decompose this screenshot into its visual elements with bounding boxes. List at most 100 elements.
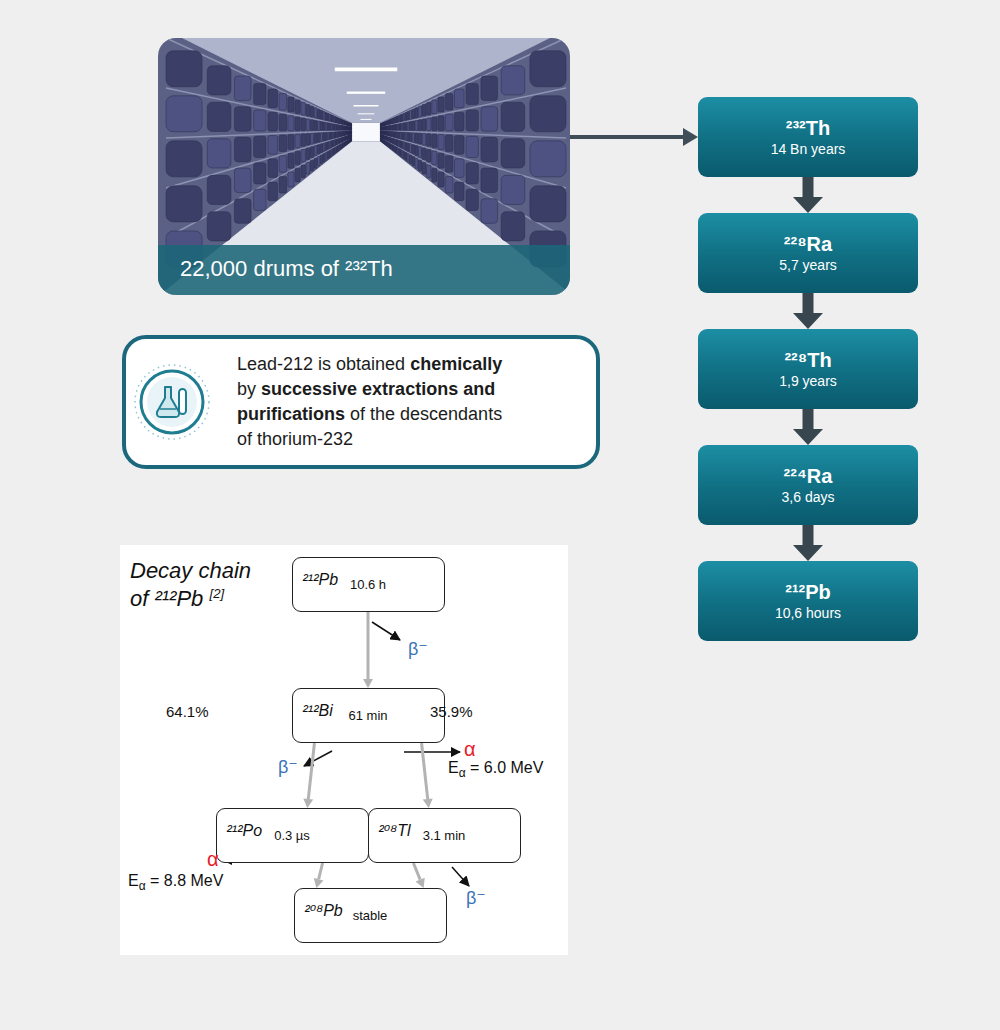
drum (348, 123, 349, 126)
connector-line (803, 293, 814, 313)
drum (409, 155, 411, 164)
drum (380, 131, 381, 134)
half-life: 3,6 days (782, 488, 835, 506)
drum (341, 137, 343, 142)
drum (409, 122, 411, 131)
drum (389, 137, 391, 142)
drum (346, 126, 347, 130)
drum (398, 124, 399, 131)
drum (349, 139, 350, 142)
text-style: successive extractions and purifications (237, 379, 495, 424)
drum (390, 131, 392, 136)
drum (454, 112, 464, 131)
drum (344, 131, 345, 135)
drum (327, 142, 329, 150)
half-life: 61 min (348, 707, 387, 724)
nuclide-box: ²¹²Po0.3 µs (216, 808, 369, 863)
drum (310, 160, 313, 171)
drum (438, 172, 444, 187)
drum (383, 135, 384, 138)
drum (344, 137, 345, 141)
drum (306, 162, 310, 174)
drum (418, 160, 421, 171)
drum (345, 142, 346, 146)
drum (400, 123, 401, 130)
drum (392, 145, 394, 150)
drum (348, 127, 349, 131)
drum (351, 138, 352, 141)
drum (398, 132, 399, 139)
drum (384, 131, 385, 135)
drum (398, 115, 399, 122)
test-tube-icon (179, 389, 186, 414)
connector-head (793, 313, 823, 329)
drum (166, 51, 202, 87)
drum (332, 124, 333, 131)
drum (383, 127, 384, 130)
drum (325, 132, 327, 140)
drum (347, 122, 348, 126)
drum (385, 121, 386, 125)
drum (207, 139, 231, 168)
drum (329, 132, 330, 139)
drum (387, 142, 389, 146)
drum (392, 125, 394, 130)
drum (388, 126, 390, 130)
drum (386, 121, 387, 125)
drum (348, 135, 349, 138)
drum (347, 140, 348, 144)
drum (349, 123, 350, 126)
drum (323, 122, 325, 130)
connector-arrow (793, 525, 823, 561)
connector-head (416, 878, 425, 888)
drum (418, 120, 421, 131)
drum (380, 127, 381, 130)
drum (343, 120, 345, 124)
drum (381, 123, 382, 126)
drum (401, 114, 402, 121)
drum (383, 127, 384, 131)
ceiling-light (358, 113, 375, 114)
drum (400, 132, 401, 139)
connector-line (422, 743, 428, 799)
drum (405, 122, 407, 130)
drum (391, 132, 393, 137)
drum (301, 165, 305, 178)
icon-ring (135, 365, 209, 439)
drum (381, 139, 382, 142)
drum (454, 89, 464, 108)
drum (310, 106, 313, 117)
drum (345, 131, 346, 135)
drum (422, 133, 426, 145)
half-life: 14 Bn years (771, 140, 846, 158)
drum (389, 125, 391, 130)
emission-arrow (452, 867, 469, 886)
drum (384, 126, 385, 130)
drum (386, 126, 387, 130)
drum (335, 124, 336, 130)
drum (347, 131, 348, 135)
nuclide-box: ²¹²Bi61 min (292, 688, 445, 743)
drum (314, 158, 317, 168)
drum (380, 127, 381, 130)
caption-band (158, 245, 570, 295)
ceiling-light (360, 119, 371, 120)
drum (382, 123, 383, 126)
drum (384, 122, 385, 126)
decay-chain-panel: Decay chain of ²¹²Pb [2]²¹²Pb10.6 h²¹²Bi… (120, 545, 568, 955)
drum (351, 135, 352, 138)
drum (481, 76, 498, 101)
drum (347, 131, 348, 135)
isotope-box: ²²⁸Th1,9 years (698, 329, 918, 409)
drum (166, 186, 202, 222)
drum (409, 110, 411, 119)
drum (350, 138, 351, 141)
drum (306, 119, 310, 131)
drum (385, 126, 386, 130)
drum (348, 127, 349, 130)
nuclide-box: ²⁰⁸Pbstable (294, 888, 447, 943)
drum (343, 126, 345, 130)
drum (398, 140, 399, 147)
drum (392, 118, 394, 123)
drum (481, 168, 498, 193)
